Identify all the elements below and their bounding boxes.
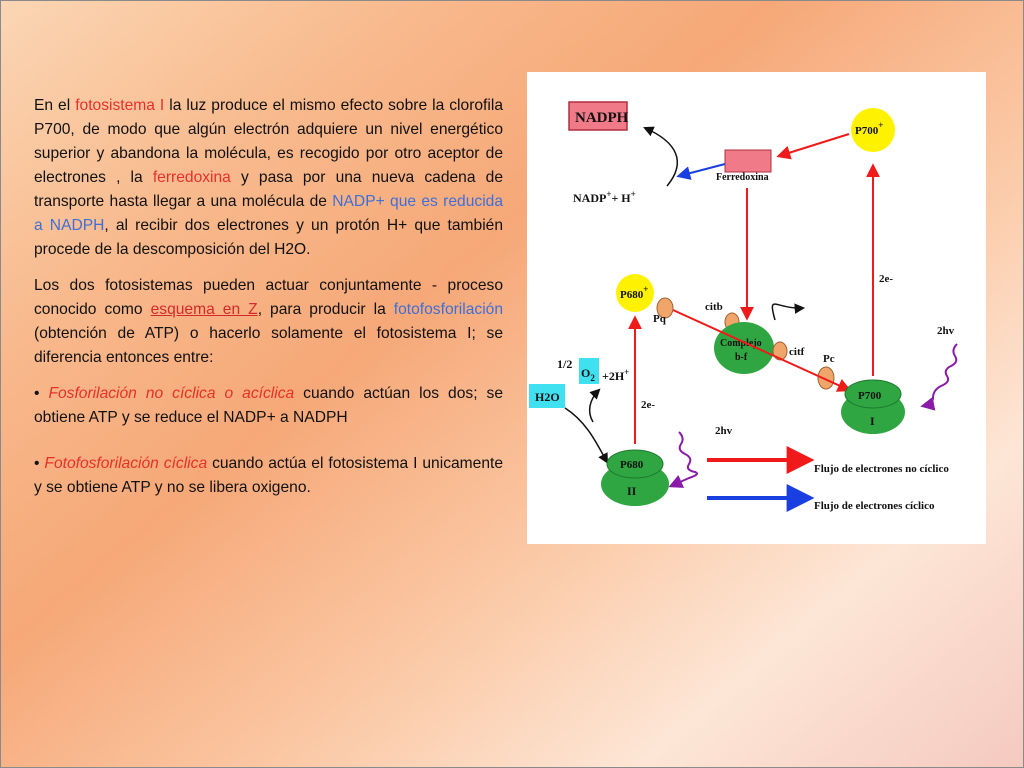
text-run: la luz produce el mismo efecto sobre la … — [34, 97, 503, 186]
ferredoxina-label: Ferredoxina — [716, 172, 769, 183]
arrow-h2o-to-o2 — [588, 388, 601, 423]
term-fotofosforilacion-ciclica: Fotofosforilación cíclica — [44, 455, 208, 472]
text-run: En el — [34, 97, 76, 114]
p700-plus-sup: + — [878, 120, 883, 130]
bullet-marker: • — [34, 385, 49, 402]
legend-red-label: Flujo de electrones no cíclico — [814, 463, 949, 475]
electrons-label-1: 2e- — [879, 273, 893, 285]
nadp-text: NADP — [573, 191, 606, 205]
z-scheme-svg: NADPH P700+ Ferredoxina NADP++ H+ 2e- P6… — [529, 101, 958, 512]
arrow-h2o-to-ps2 — [564, 407, 609, 464]
h2o-label: H2O — [535, 390, 560, 404]
electrons-label-2: 2e- — [641, 399, 655, 411]
light-label-2: 2hv — [715, 425, 733, 437]
nadp-sup: + — [606, 189, 611, 199]
arrow-pq-to-p700 — [672, 309, 852, 392]
arrow-p700-to-ferredoxina — [776, 133, 850, 160]
light-wave-1 — [920, 343, 958, 411]
p680-plus-label: P680+ — [620, 284, 648, 301]
z-scheme-diagram: NADPH P700+ Ferredoxina NADP++ H+ 2e- P6… — [527, 72, 986, 544]
ps1-disc-upper — [844, 379, 902, 409]
text-run: , al recibir dos electrones y un protón … — [34, 217, 504, 258]
ps1-number: I — [870, 414, 875, 428]
o2-box — [579, 358, 599, 384]
bullet-ciclica: • Fotofosforilación cíclica cuando actúa… — [34, 452, 503, 500]
pc-carrier — [817, 366, 835, 390]
citf-carrier — [772, 341, 788, 361]
ps1-label: P700 — [858, 390, 882, 402]
arrow-proton-pump — [771, 303, 806, 321]
h-sup: + — [631, 189, 636, 199]
text-column: En el fotosistema I la luz produce el mi… — [34, 94, 503, 512]
text-run: cuando actúan los dos; se obtiene ATP y … — [34, 385, 503, 426]
legend-blue-label: Flujo de electrones cíclico — [814, 500, 935, 512]
p680-plus-sup: + — [643, 284, 648, 294]
pc-label: Pc — [823, 353, 835, 365]
pq-label: Pq — [653, 313, 667, 325]
bullet-no-ciclica: • Fosforilación no cíclica o acíclica cu… — [34, 382, 503, 430]
nadph-label: NADPH — [575, 110, 629, 126]
p700-plus-circle — [851, 108, 895, 152]
h2o-box — [529, 384, 565, 408]
p700-plus-text: P700 — [855, 125, 879, 137]
citb-label: citb — [705, 301, 723, 313]
paragraph-fotosistema-i: En el fotosistema I la luz produce el mi… — [34, 94, 503, 262]
light-wave-2 — [668, 431, 698, 488]
p680-plus-text: P680 — [620, 289, 644, 301]
citf-label: citf — [789, 346, 805, 358]
plus-2h-text: +2H — [602, 369, 625, 383]
text-run: cuando actúa el fotosistema I unicamente… — [34, 455, 503, 496]
bullet-marker: • — [34, 455, 45, 472]
p680-plus-circle — [616, 274, 654, 312]
p700-plus-label: P700+ — [855, 120, 883, 137]
arrow-nadp-to-nadph — [643, 126, 678, 187]
complejo-label-2: b-f — [735, 352, 748, 363]
text-run: , para producir la — [257, 301, 394, 318]
term-nadp-reduction: NADP+ que es reducida a NADPH — [34, 193, 503, 234]
plus-2h-label: +2H+ — [602, 367, 629, 383]
o2-label: O2 — [581, 366, 595, 383]
complejo-label-1: Complejo — [720, 338, 762, 349]
text-run: (obtención de ATP) o hacerlo solamente e… — [34, 325, 503, 366]
h-text: + H — [611, 191, 631, 205]
half-label: 1/2 — [557, 357, 572, 371]
o2-text: O — [581, 366, 590, 380]
text-run: y pasa por una nueva cadena de transport… — [34, 169, 503, 210]
paragraph-esquema-z: Los dos fotosistemas pueden actuar conju… — [34, 274, 503, 370]
arrow-ferredoxina-to-nadp — [676, 163, 726, 180]
term-fotofosforilacion: fotofosforilación — [393, 301, 504, 318]
ferredoxina-box — [724, 149, 772, 173]
text-run: Los dos fotosistemas pueden actuar conju… — [34, 277, 503, 318]
ps2-label: P680 — [620, 459, 644, 471]
term-fotosistema-i: fotosistema I — [75, 97, 165, 114]
plus-2h-sup: + — [624, 367, 629, 377]
term-fosforilacion-no-ciclica: Fosforilación no cíclica o acíclica — [48, 385, 295, 402]
pq-carrier — [656, 297, 674, 319]
nadph-box — [568, 101, 628, 131]
o2-sub: 2 — [590, 373, 595, 383]
ps2-disc-upper — [606, 449, 664, 479]
term-ferredoxina: ferredoxina — [152, 169, 231, 186]
ps2-number: II — [627, 484, 637, 498]
nadp-h-label: NADP++ H+ — [573, 189, 636, 205]
link-esquema-en-z[interactable]: esquema en Z — [150, 301, 258, 318]
light-label-1: 2hv — [937, 325, 955, 337]
